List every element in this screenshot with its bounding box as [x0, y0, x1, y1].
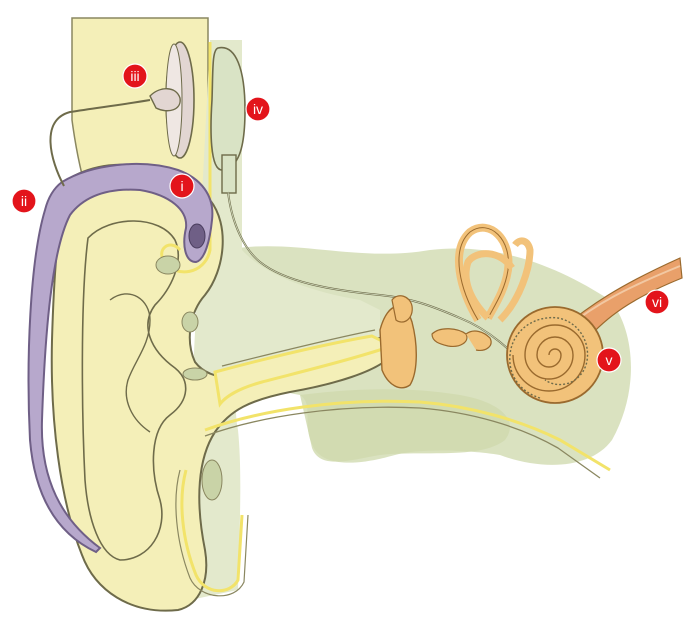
cochlea-spiral — [512, 324, 586, 392]
marker-label-v: v — [606, 352, 613, 368]
tissue-blob — [181, 311, 199, 333]
semicircular-canal-2 — [462, 250, 515, 321]
ear-canal — [213, 334, 396, 408]
semicircular-canal-outline — [458, 227, 509, 321]
canal-upper-outline — [221, 329, 376, 367]
ear-concha — [109, 293, 151, 433]
speech-processor — [27, 163, 214, 554]
processor-cable — [49, 99, 151, 187]
tissue-blob — [201, 459, 223, 501]
cochlea — [506, 306, 604, 404]
semicircular-canal-3 — [497, 237, 534, 323]
receiver-stem — [221, 154, 237, 194]
stapes — [465, 330, 492, 351]
processor-tip — [188, 223, 206, 249]
marker-label-i: i — [180, 178, 183, 194]
marker-label-iii: iii — [130, 68, 139, 84]
tissue-blob — [155, 255, 181, 275]
canal-lower-wall — [204, 399, 611, 472]
marker-iv: iv — [245, 96, 271, 122]
skin-lining-lower — [180, 469, 244, 593]
marker-label-vi: vi — [652, 294, 662, 310]
marker-v: v — [596, 347, 622, 373]
electrode-array — [509, 316, 589, 399]
marker-ii: ii — [11, 188, 37, 214]
canal-lower-outline — [204, 406, 601, 479]
transmitter-connector — [149, 88, 181, 112]
skin-lining-lower-outline — [175, 469, 249, 597]
tissue-blob — [182, 367, 208, 381]
implant-receiver — [210, 46, 246, 171]
ossicles — [391, 295, 468, 347]
marker-i: i — [169, 173, 195, 199]
marker-iii: iii — [122, 63, 148, 89]
marker-vi: vi — [644, 289, 670, 315]
marker-label-ii: ii — [21, 193, 27, 209]
marker-label-iv: iv — [253, 101, 263, 117]
